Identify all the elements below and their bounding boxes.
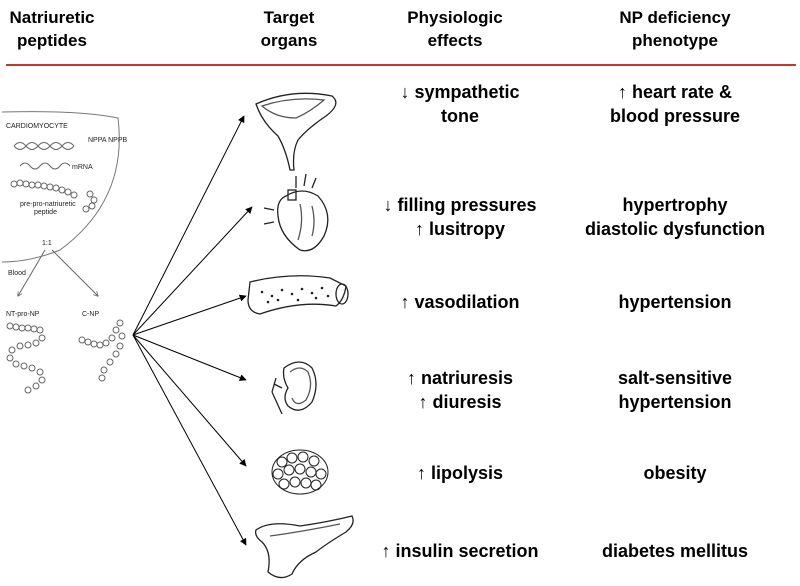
- header-divider: [6, 64, 796, 66]
- nppa-label: NPPA NPPB: [88, 137, 127, 144]
- adipose-tissue-icon: [271, 449, 329, 495]
- phenotype-row-2: hypertrophy diastolic dysfunction: [584, 195, 766, 239]
- header-target-organs: Target organs: [260, 8, 318, 50]
- heart-icon: [263, 173, 329, 252]
- phenotype-row-4: salt-sensitive hypertension: [617, 368, 733, 412]
- effect-row-5: ↑ lipolysis: [416, 463, 504, 483]
- c-np-label: C-NP: [82, 311, 99, 318]
- phenotype-row-1: ↑ heart rate & blood pressure: [609, 82, 741, 126]
- kidney-icon: [271, 361, 317, 415]
- effect-row-3: ↑ vasodilation: [400, 292, 520, 312]
- prepro-peptide-beads: [10, 179, 98, 213]
- cardiomyocyte-sketch: CARDIOMYOCYTE NPPA NPPB mRNA pre-pro-nat…: [1, 111, 127, 394]
- phenotype-row-3: hypertension: [618, 292, 732, 312]
- phenotype-row-6: diabetes mellitus: [601, 541, 749, 561]
- arrow-to-heart: [132, 206, 253, 336]
- pancreas-icon: [254, 515, 354, 579]
- arrow-to-pancreas: [132, 334, 247, 546]
- effect-row-1: ↓ sympathetic tone: [400, 82, 520, 126]
- brain-icon: [255, 92, 337, 171]
- nt-pro-np-beads: [6, 322, 46, 394]
- blood-vessel-icon: [247, 275, 349, 315]
- header-np-deficiency-phenotype: NP deficiency phenotype: [619, 8, 731, 50]
- c-np-beads: [78, 319, 126, 382]
- organ-arrows: [132, 115, 253, 546]
- arrow-to-kidney: [132, 334, 247, 381]
- effect-row-4: ↑ natriuresis ↑ diuresis: [406, 368, 514, 412]
- header-physiologic-effects: Physiologic effects: [407, 8, 503, 50]
- arrow-to-vessel: [132, 294, 247, 336]
- effect-row-6: ↑ insulin secretion: [381, 541, 539, 561]
- effect-row-2: ↓ filling pressures ↑ lusitropy: [383, 195, 537, 239]
- prepro-label: pre-pro-natriuretic: [20, 201, 76, 208]
- phenotype-row-5: obesity: [643, 463, 707, 483]
- cardiomyocyte-label: CARDIOMYOCYTE: [6, 123, 68, 130]
- nt-pro-np-label: NT-pro-NP: [6, 311, 40, 318]
- header-natriuretic-peptides: Natriuretic peptides: [9, 8, 95, 50]
- svg-text:peptide: peptide: [34, 209, 57, 216]
- arrow-to-adipose: [132, 334, 247, 467]
- arrow-to-brain: [132, 115, 245, 336]
- blood-label: Blood: [8, 270, 26, 277]
- ratio-label: 1:1: [42, 240, 52, 247]
- mrna-label: mRNA: [72, 164, 93, 171]
